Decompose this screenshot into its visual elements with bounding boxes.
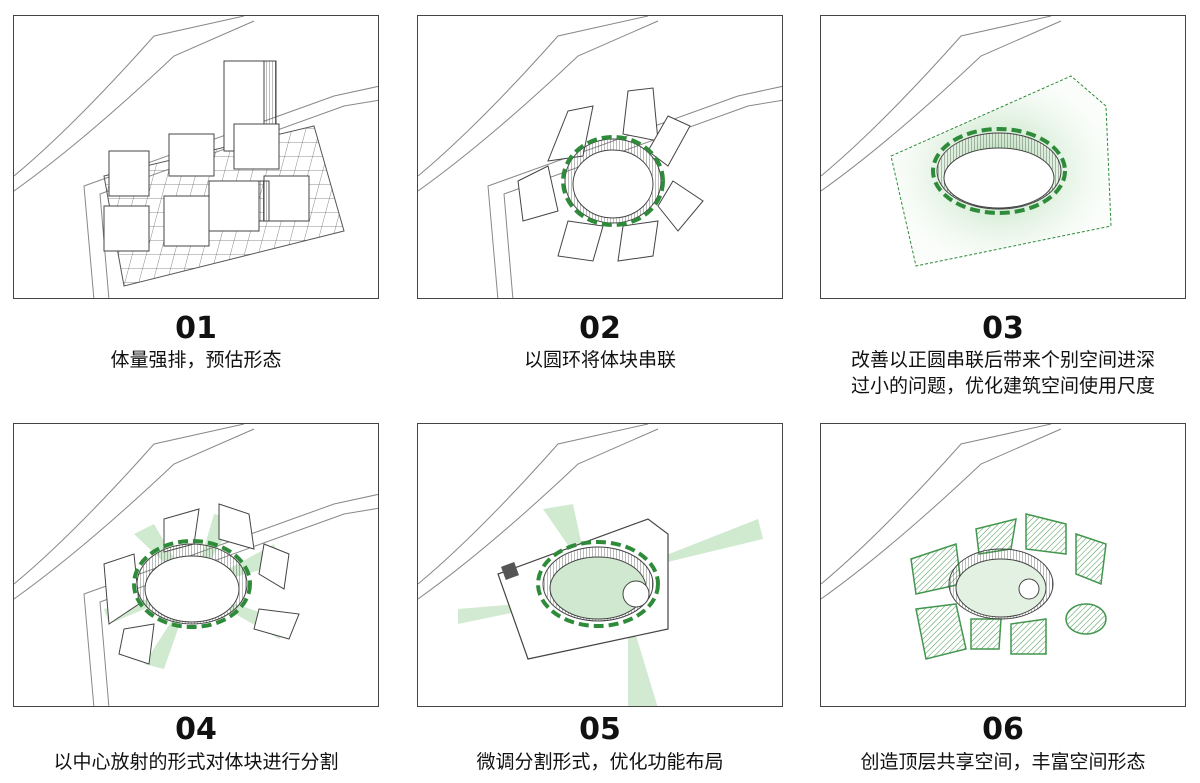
step-caption-01: 体量强排，预估形态 xyxy=(0,347,396,373)
massing-diagram-03 xyxy=(821,16,1112,267)
step-caption-04: 以中心放射的形式对体块进行分割 xyxy=(0,749,396,775)
massing-diagram-05 xyxy=(418,424,763,706)
step-number-05: 05 xyxy=(579,712,621,747)
step-caption-06: 创造顶层共享空间，丰富空间形态 xyxy=(803,749,1200,775)
step-number-02: 02 xyxy=(579,311,621,346)
panel-01 xyxy=(13,15,379,299)
panel-02 xyxy=(417,15,783,299)
step-caption-02: 以圆环将体块串联 xyxy=(400,347,800,373)
massing-diagram-04 xyxy=(14,424,378,706)
step-number-01: 01 xyxy=(175,311,217,346)
step-caption-03: 改善以正圆串联后带来个别空间进深 过小的问题，优化建筑空间使用尺度 xyxy=(803,347,1200,399)
caption-line: 创造顶层共享空间，丰富空间形态 xyxy=(860,751,1146,773)
caption-line: 改善以正圆串联后带来个别空间进深 xyxy=(850,349,1155,371)
caption-line: 体量强排，预估形态 xyxy=(110,349,282,371)
step-caption-05: 微调分割形式，优化功能布局 xyxy=(400,749,800,775)
massing-diagram-02 xyxy=(418,16,782,298)
panel-06 xyxy=(820,423,1186,707)
caption-line: 以圆环将体块串联 xyxy=(523,349,676,371)
caption-line: 微调分割形式，优化功能布局 xyxy=(476,751,724,773)
panel-05 xyxy=(417,423,783,707)
massing-diagram-01 xyxy=(14,16,378,298)
caption-line: 过小的问题，优化建筑空间使用尺度 xyxy=(850,375,1155,397)
panel-04 xyxy=(13,423,379,707)
step-number-04: 04 xyxy=(175,712,217,747)
panel-03 xyxy=(820,15,1186,299)
step-number-06: 06 xyxy=(982,712,1024,747)
step-number-03: 03 xyxy=(982,311,1024,346)
massing-diagram-06 xyxy=(821,424,1107,660)
caption-line: 以中心放射的形式对体块进行分割 xyxy=(53,751,339,773)
